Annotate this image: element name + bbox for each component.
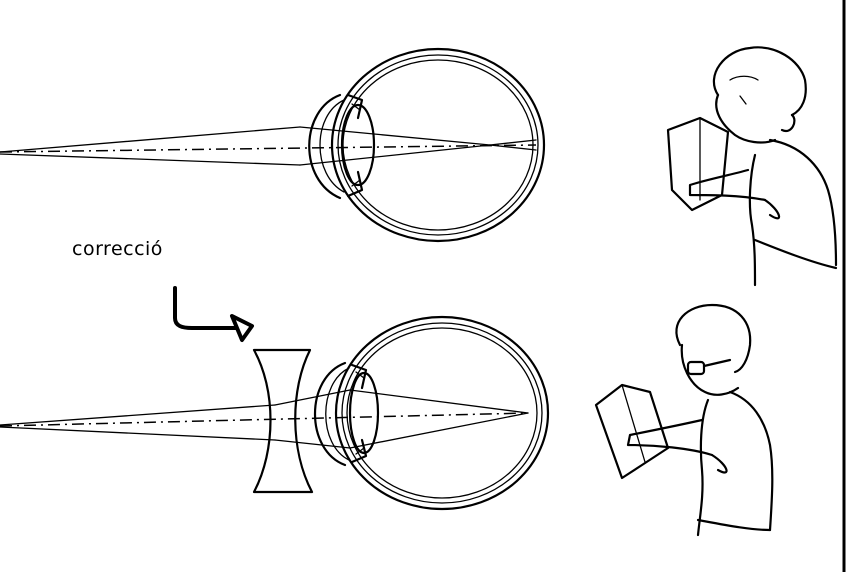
correction-arrow <box>173 286 254 342</box>
correction-label: correcció <box>72 238 163 260</box>
boy-reading-with-glasses <box>594 303 774 537</box>
concave-lens <box>252 348 314 494</box>
eye-uncorrected <box>308 47 546 243</box>
light-rays-bottom <box>0 389 529 449</box>
light-rays-top <box>0 126 537 166</box>
boy-reading-close <box>666 46 838 287</box>
